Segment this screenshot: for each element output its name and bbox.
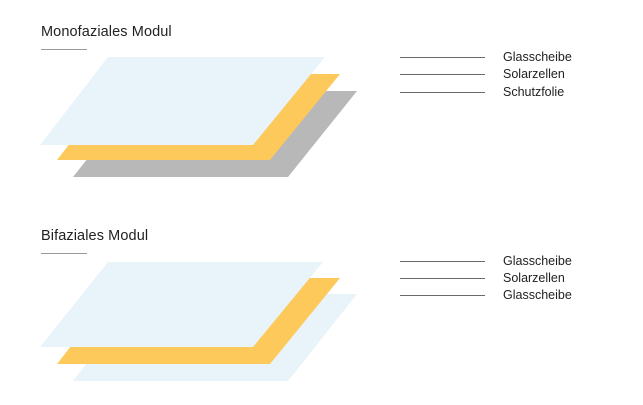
mono-glass-layer: [40, 57, 325, 145]
title-underline: [41, 49, 87, 50]
section-title: Monofaziales Modul: [41, 24, 172, 40]
legend-item-solar-cells: Solarzellen: [400, 271, 600, 285]
leader-line: [400, 295, 485, 296]
legend-item-front-glass: Glasscheibe: [400, 254, 600, 268]
leader-line: [400, 278, 485, 279]
leader-line: [400, 261, 485, 262]
leader-line: [400, 74, 485, 75]
leader-line: [400, 92, 485, 93]
legend-label: Glasscheibe: [503, 254, 572, 268]
legend-item-glass: Glasscheibe: [400, 50, 600, 64]
bifacial-module-section: Bifaziales Modul Glasscheibe Solarzellen…: [0, 204, 643, 404]
monofacial-module-section: Monofaziales Modul Glasscheibe Solarzell…: [0, 0, 643, 200]
title-underline: [41, 253, 87, 254]
leader-line: [400, 57, 485, 58]
section-title: Bifaziales Modul: [41, 228, 149, 244]
legend-label: Glasscheibe: [503, 50, 572, 64]
legend-item-backsheet: Schutzfolie: [400, 85, 600, 99]
legend-item-rear-glass: Glasscheibe: [400, 288, 600, 302]
legend-label: Solarzellen: [503, 67, 565, 81]
legend-label: Schutzfolie: [503, 85, 565, 99]
legend-item-solar-cells: Solarzellen: [400, 67, 600, 81]
legend-label: Glasscheibe: [503, 288, 572, 302]
bi-front-glass-layer: [40, 262, 323, 347]
legend-label: Solarzellen: [503, 271, 565, 285]
